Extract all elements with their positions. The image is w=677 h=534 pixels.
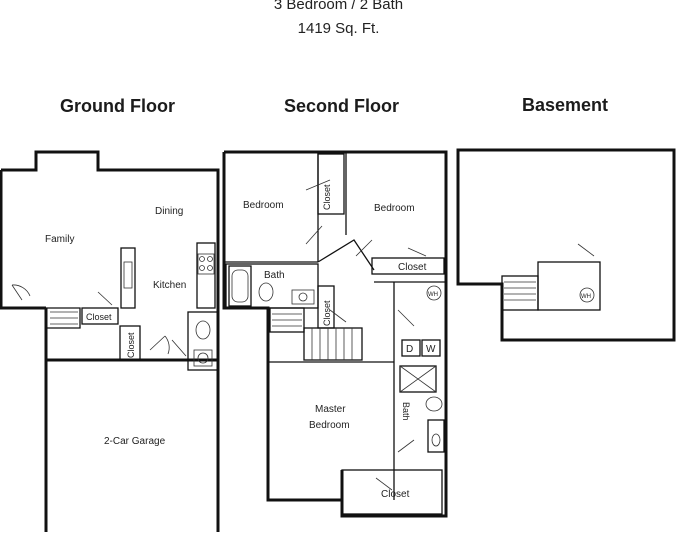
ground-west-wall <box>0 170 46 310</box>
room-label-bath-2: Bath <box>401 402 411 421</box>
room-label-garage: 2-Car Garage <box>104 436 166 447</box>
sink-icon <box>291 289 315 305</box>
sink-icon <box>193 349 213 367</box>
door-swing-icon <box>97 291 113 306</box>
washer-box <box>421 339 441 357</box>
door-swing-icon <box>329 309 347 323</box>
room-label-master-2: Bedroom <box>309 420 350 431</box>
burner-icon <box>207 265 213 271</box>
master-closet <box>341 469 443 515</box>
toilet-icon <box>425 396 443 412</box>
room-label-ground-closet-a: Closet <box>86 312 112 322</box>
door-swing-icon <box>305 225 323 245</box>
kitchen-sink-icon <box>123 261 133 289</box>
ground-closet-a <box>81 307 119 325</box>
sink-bowl-icon <box>298 292 308 302</box>
toilet-icon <box>258 282 274 302</box>
tub-basin-icon <box>231 269 249 303</box>
second-water-heater-label: WH <box>428 292 438 298</box>
door-swing-icon <box>375 477 393 491</box>
room-label-master-1: Master <box>315 404 346 415</box>
washer-label: W <box>426 344 436 355</box>
basement-mechanical-room <box>537 261 601 311</box>
door-swing-icon <box>397 439 415 453</box>
toilet-icon <box>195 320 211 340</box>
basement-water-heater-label: WH <box>581 294 591 300</box>
door-swing-icon <box>355 239 373 257</box>
room-label-kitchen: Kitchen <box>153 280 186 291</box>
basement-plan: WH <box>456 148 676 342</box>
ground-closet-b <box>119 325 141 361</box>
door-swing-icon <box>149 335 170 355</box>
door-swing-icon <box>171 339 187 357</box>
sink-bowl-icon <box>197 352 209 364</box>
second-closet-a <box>317 153 345 215</box>
dryer-label: D <box>406 344 413 355</box>
kitchen-island <box>120 247 136 309</box>
ground-floor-title: Ground Floor <box>60 96 175 116</box>
door-swing-icon <box>577 243 595 257</box>
door-swing-icon <box>397 309 415 327</box>
plan-summary-sqft: 1419 Sq. Ft. <box>297 20 380 37</box>
room-label-ground-closet-b: Closet <box>126 332 136 358</box>
room-label-bedroom-1: Bedroom <box>243 200 284 211</box>
ground-stair <box>46 307 81 329</box>
room-label-second-closet-a: Closet <box>322 184 332 210</box>
shower-cross <box>399 365 437 393</box>
stair-landing <box>269 307 305 333</box>
shower-box <box>399 365 437 393</box>
burner-icon <box>207 256 213 262</box>
hall-angled-wall <box>317 239 375 271</box>
plan-summary-bedrooms: 3 Bedroom / 2 Bath <box>273 0 404 13</box>
basement-outer-wall <box>456 148 676 342</box>
room-label-dining: Dining <box>155 206 183 217</box>
room-label-bath-1: Bath <box>264 270 285 281</box>
dryer-box <box>401 339 421 357</box>
door-swing-icon <box>407 247 427 257</box>
second-stair <box>303 327 363 361</box>
room-label-second-closet-c: Closet <box>322 300 332 326</box>
door-swing-icon <box>11 284 31 301</box>
powder-room <box>187 311 219 371</box>
burner-icon <box>199 256 205 262</box>
burner-icon <box>199 265 205 271</box>
room-label-second-closet-b: Closet <box>398 262 427 273</box>
ground-floor-plan: Family Dining Kitchen Closet Closet 2-Ca… <box>0 150 220 532</box>
basement-water-heater-icon <box>579 287 595 303</box>
room-label-family: Family <box>45 234 74 245</box>
kitchen-counter <box>196 242 216 309</box>
bathtub-icon <box>228 265 252 307</box>
sink-bowl-icon <box>431 433 441 447</box>
ground-outer-wall <box>1 150 220 532</box>
basement-stair <box>501 275 539 311</box>
second-floor-plan: Bedroom Bedroom Closet Closet Closet Bat… <box>222 150 448 518</box>
second-water-heater-icon <box>426 285 442 301</box>
second-closet-b <box>371 257 445 275</box>
room-label-bedroom-2: Bedroom <box>374 203 415 214</box>
basement-title: Basement <box>522 95 609 115</box>
vanity-box <box>427 419 445 453</box>
door-swing-icon <box>305 179 331 191</box>
second-floor-title: Second Floor <box>284 96 400 116</box>
stove-icon <box>197 253 215 275</box>
room-label-master-closet: Closet <box>381 489 410 500</box>
